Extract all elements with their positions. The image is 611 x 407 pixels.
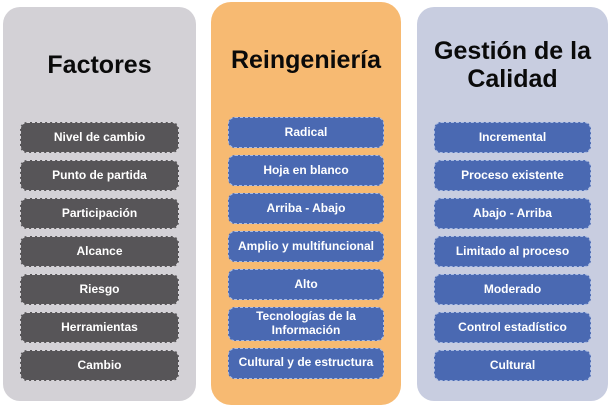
column-header-factores: Factores [3,7,196,122]
gestion-item: Incremental [434,122,591,153]
column-reingenieria: Reingeniería Radical Hoja en blanco Arri… [211,2,401,405]
reingenieria-item: Tecnologías de la Información [228,307,384,341]
column-title-gestion-line2: Calidad [467,64,558,93]
reingenieria-item: Cultural y de estructura [228,347,384,379]
column-title-gestion-line1: Gestión de la [434,36,591,65]
factores-item: Nivel de cambio [20,122,179,153]
column-title-factores: Factores [47,50,152,79]
gestion-item: Proceso existente [434,160,591,191]
column-header-reingenieria: Reingeniería [211,2,401,117]
factores-item-list: Nivel de cambio Punto de partida Partici… [3,122,196,381]
factores-item: Punto de partida [20,160,179,191]
column-gestion-calidad: Gestión de la Calidad Incremental Proces… [417,7,608,401]
column-title-reingenieria: Reingeniería [230,45,382,74]
factores-item: Herramientas [20,312,179,343]
reingenieria-item: Alto [228,269,384,300]
reingenieria-item: Arriba - Abajo [228,193,384,224]
reingenieria-item: Hoja en blanco [228,155,384,186]
column-factores: Factores Nivel de cambio Punto de partid… [3,7,196,401]
factores-item: Cambio [20,350,179,381]
gestion-item: Abajo - Arriba [434,198,591,229]
gestion-item: Moderado [434,274,591,305]
gestion-item: Cultural [434,350,591,381]
factores-item: Participación [20,198,179,229]
reingenieria-item: Radical [228,117,384,148]
reingenieria-item: Amplio y multifuncional [228,231,384,262]
gestion-item: Control estadístico [434,312,591,343]
reingenieria-item-list: Radical Hoja en blanco Arriba - Abajo Am… [211,117,401,379]
gestion-item-list: Incremental Proceso existente Abajo - Ar… [417,122,608,381]
factores-item: Alcance [20,236,179,267]
column-header-gestion-calidad: Gestión de la Calidad [417,7,608,122]
gestion-item: Limitado al proceso [434,236,591,267]
factores-item: Riesgo [20,274,179,305]
